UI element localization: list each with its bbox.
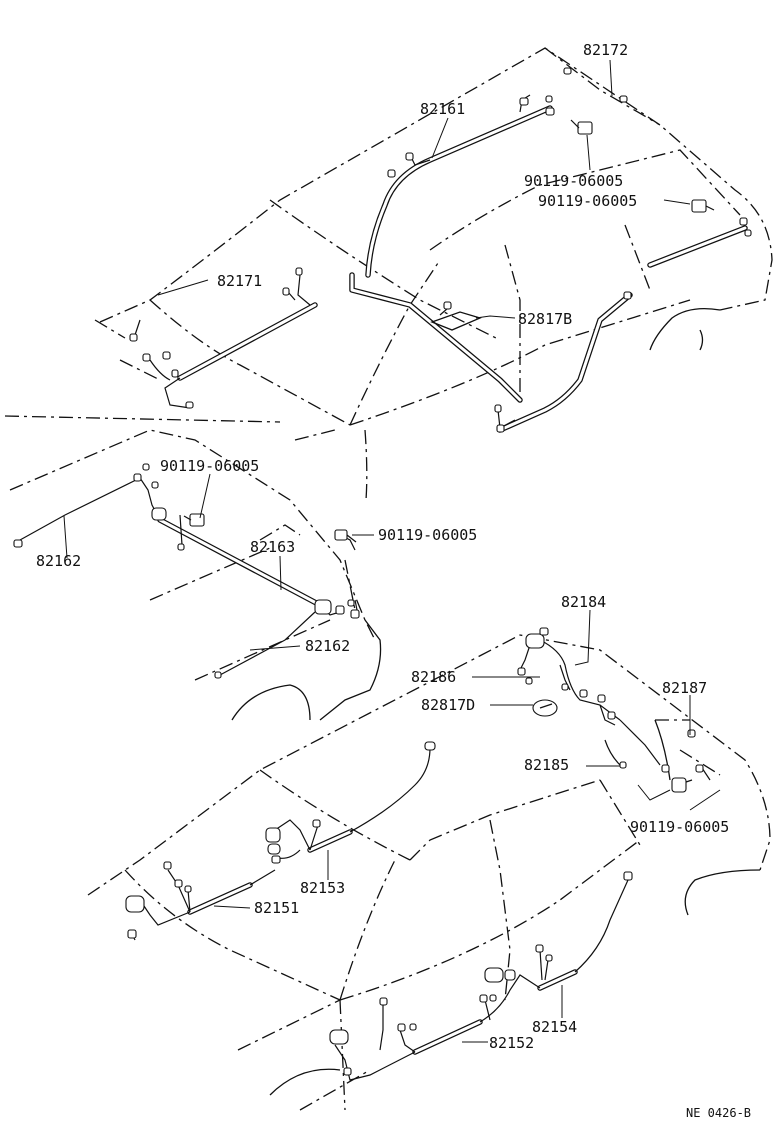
bolt-icon <box>671 777 693 793</box>
top-vehicle-connectors <box>129 67 752 433</box>
label-82172: 82172 <box>583 41 628 59</box>
label-90119-06005-c: 90119-06005 <box>160 457 259 475</box>
bottom-vehicle-harnesses <box>129 639 711 1081</box>
label-82186: 82186 <box>411 668 456 686</box>
top-vehicle-outline <box>94 47 773 501</box>
label-82184: 82184 <box>561 593 606 611</box>
label-82163: 82163 <box>250 538 295 556</box>
bracket-82817d-icon <box>532 699 558 717</box>
label-90119-06005-b: 90119-06005 <box>538 192 637 210</box>
label-90119-06005-a: 90119-06005 <box>524 172 623 190</box>
label-82154: 82154 <box>532 1018 577 1036</box>
bottom-vehicle-outline <box>87 634 771 1111</box>
label-82161: 82161 <box>420 100 465 118</box>
label-82152: 82152 <box>489 1034 534 1052</box>
figure-reference: NE 0426-B <box>686 1106 751 1120</box>
label-82171: 82171 <box>217 272 262 290</box>
label-82153: 82153 <box>300 879 345 897</box>
label-82162-b: 82162 <box>305 637 350 655</box>
bolt-icon <box>350 609 360 619</box>
middle-vehicle-connectors <box>13 463 360 679</box>
label-82185: 82185 <box>524 756 569 774</box>
label-82817d: 82817D <box>421 696 475 714</box>
label-82162-a: 82162 <box>36 552 81 570</box>
label-90119-06005-d: 90119-06005 <box>378 526 477 544</box>
bottom-vehicle-connectors <box>125 627 704 1076</box>
label-90119-06005-e: 90119-06005 <box>630 818 729 836</box>
label-82187: 82187 <box>662 679 707 697</box>
bolt-icon <box>570 119 593 135</box>
part-labels: 82172 82161 90119-06005 90119-06005 8217… <box>36 41 751 1120</box>
leader-lines <box>63 59 721 1043</box>
middle-vehicle-outline <box>4 415 382 721</box>
top-vehicle-harnesses <box>134 94 748 433</box>
label-82817b: 82817B <box>518 310 572 328</box>
label-82151: 82151 <box>254 899 299 917</box>
bolt-icon <box>334 529 357 543</box>
bolt-icon <box>691 199 715 213</box>
